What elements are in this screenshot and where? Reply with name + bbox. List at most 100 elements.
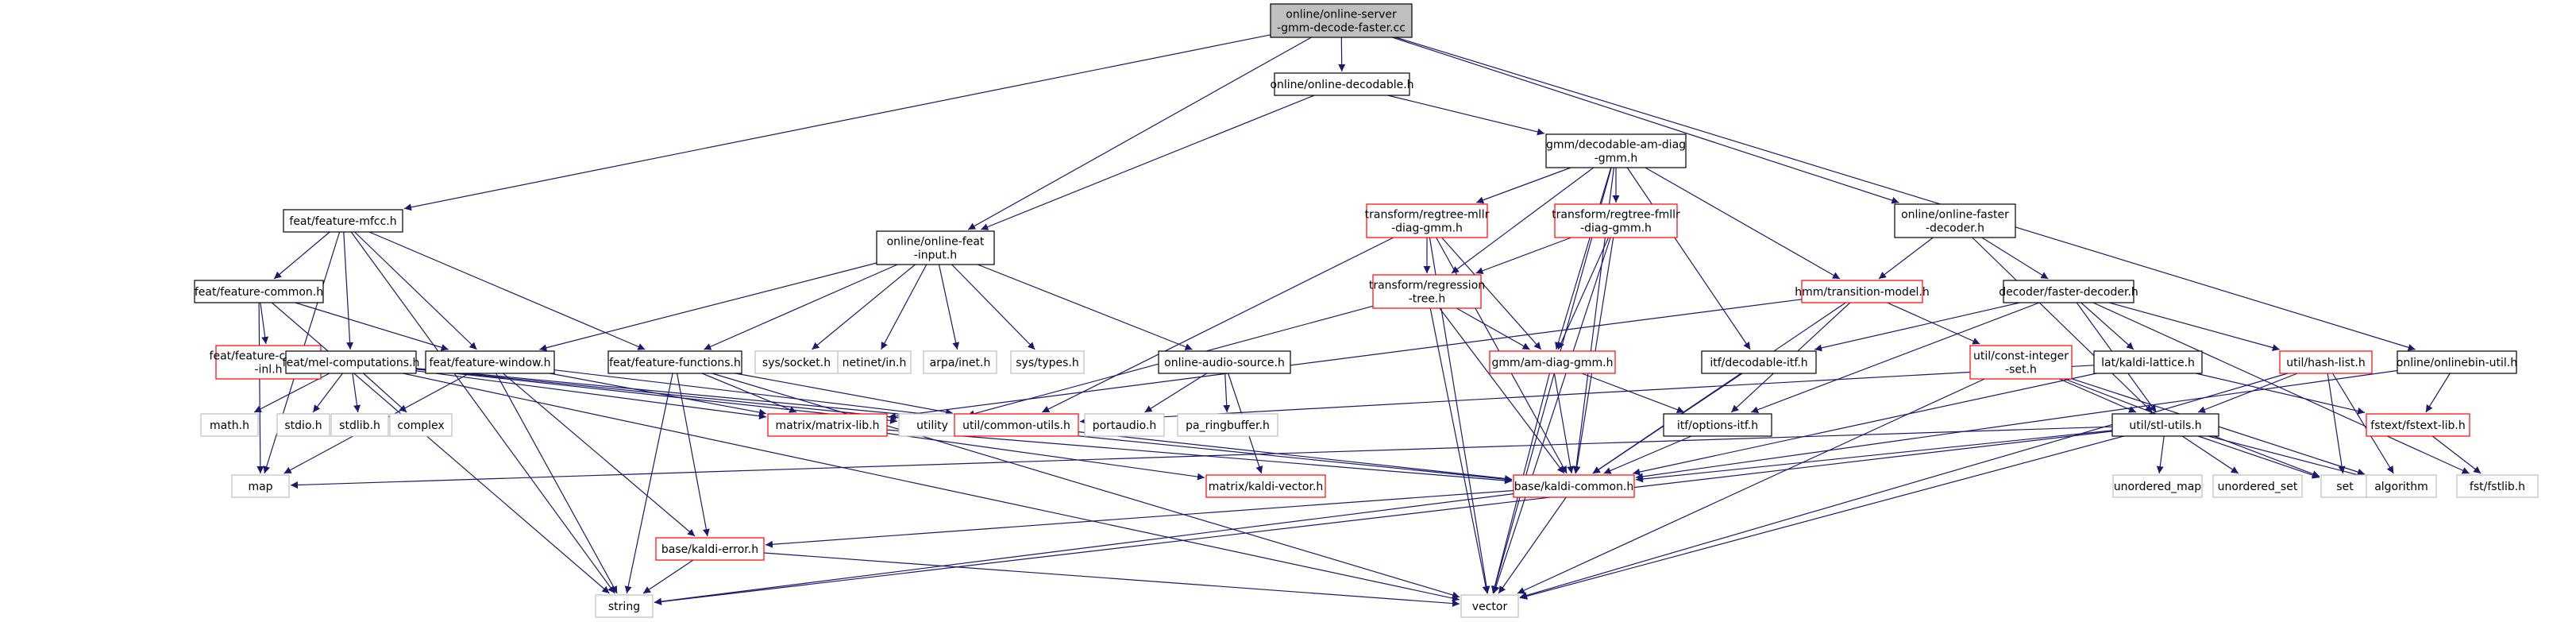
node-fc[interactable]: feat/feature-common.h (194, 280, 324, 303)
edge-dam-to-amg (1555, 167, 1612, 350)
node-fd[interactable]: decoder/faster-decoder.h (1999, 280, 2138, 303)
node-box (200, 413, 259, 437)
node-ou[interactable]: online/onlinebin-util.h (2397, 350, 2517, 374)
edge-fc-to-str (271, 302, 610, 594)
edge-mel-to-vec (403, 373, 1460, 602)
node-stdio: stdio.h (276, 413, 330, 437)
node-box (1701, 350, 1817, 374)
node-hl[interactable]: util/hash-list.h (2279, 350, 2373, 374)
node-root[interactable]: online/online-server-gmm-decode-faster.c… (1270, 3, 1413, 38)
node-od[interactable]: online/online-decodable.h (1270, 72, 1414, 96)
edge-stl-to-alg (2208, 435, 2366, 479)
node-label: unordered_map (2114, 481, 2201, 493)
edge-lat-to-cu (1079, 365, 2095, 425)
node-lat[interactable]: lat/kaldi-lattice.h (2093, 350, 2203, 374)
node-label: -gmm-decode-faster.cc (1277, 22, 1406, 35)
node-hmm[interactable]: hmm/transition-model.h (1795, 280, 1930, 303)
node-label: feat/feature-window.h (429, 357, 550, 369)
edge-hl-to-stl (2197, 373, 2298, 413)
node-box (389, 413, 453, 437)
node-box (1274, 72, 1410, 96)
node-fw[interactable]: feat/feature-window.h (425, 350, 555, 374)
node-box (2456, 474, 2539, 498)
edge-ou-to-fst (2425, 373, 2451, 413)
node-fmllr[interactable]: transform/regtree-fmllr-diag-gmm.h (1552, 203, 1680, 238)
node-amg[interactable]: gmm/am-diag-gmm.h (1489, 350, 1616, 374)
edge-oas-to-pa (1144, 373, 1208, 413)
node-box (1205, 474, 1326, 498)
edge-oi-to-kc (1603, 435, 1692, 474)
node-label: online/online-decodable.h (1270, 79, 1413, 91)
node-label: base/kaldi-common.h (1514, 481, 1634, 493)
node-mel[interactable]: feat/mel-computations.h (283, 350, 420, 374)
node-cis[interactable]: util/const-integer-set.h (1969, 345, 2073, 380)
edge-kc-to-vec (1498, 496, 1567, 594)
node-set: set (2320, 474, 2370, 498)
node-box (837, 350, 912, 374)
node-label: -inl.h (254, 364, 282, 377)
edge-ffn-to-vec (711, 373, 1460, 599)
edge-mfcc-to-ffn (368, 231, 646, 350)
node-box (1084, 413, 1165, 437)
node-fstlib: fst/fstlib.h (2456, 474, 2539, 498)
node-label: fstext/fstext-lib.h (2370, 419, 2465, 432)
node-cu[interactable]: util/common-utils.h (954, 413, 1079, 437)
node-ff[interactable]: online/online-faster-decoder.h (1894, 203, 2016, 238)
edge-fw-to-cu (553, 369, 954, 420)
node-fst[interactable]: fstext/fstext-lib.h (2366, 413, 2470, 437)
node-oi[interactable]: itf/options-itf.h (1663, 413, 1772, 437)
node-label: complex (397, 419, 444, 432)
node-label: transform/regtree-fmllr (1552, 209, 1680, 222)
node-ditf[interactable]: itf/decodable-itf.h (1701, 350, 1817, 374)
node-label: -set.h (2005, 364, 2037, 377)
node-kv[interactable]: matrix/kaldi-vector.h (1205, 474, 1326, 498)
edge-hmm-to-cis (1887, 302, 1980, 345)
node-box (1801, 280, 1923, 303)
node-label: gmm/am-diag-gmm.h (1492, 357, 1614, 369)
node-stl[interactable]: util/stl-utils.h (2111, 413, 2219, 437)
node-box (876, 230, 995, 265)
edge-amg-to-oi (1581, 373, 1685, 414)
edge-root-to-od (1338, 37, 1346, 72)
node-dam[interactable]: gmm/decodable-am-diag-gmm.h (1545, 133, 1687, 168)
edge-dam-to-hmm (1645, 167, 1841, 280)
edge-ofi-to-fw (539, 262, 877, 352)
edge-lat-to-fst (2196, 373, 2366, 415)
node-box (1513, 474, 1635, 498)
node-box (285, 350, 417, 374)
node-ffn[interactable]: feat/feature-functions.h (607, 350, 742, 374)
node-rt[interactable]: transform/regression-tree.h (1369, 274, 1485, 309)
node-box (276, 413, 330, 437)
edge-hl-to-alg (2331, 373, 2394, 474)
node-oas[interactable]: online-audio-source.h (1158, 350, 1291, 374)
node-box (2212, 474, 2303, 498)
edge-ofi-to-arpa (938, 264, 960, 350)
node-ke[interactable]: base/kaldi-error.h (655, 537, 765, 561)
edge-od-to-dam (1387, 95, 1545, 136)
node-ofi[interactable]: online/online-feat-input.h (876, 230, 995, 265)
edge-od-to-ofi (980, 95, 1315, 230)
node-box (1554, 203, 1678, 238)
edge-mfcc-to-fw (354, 231, 477, 350)
edge-fd-to-oi (1750, 302, 2040, 414)
edge-ofi-to-netin (881, 264, 927, 350)
edge-ffn-to-cu (735, 373, 954, 416)
node-box (425, 350, 555, 374)
node-types: sys/types.h (1010, 350, 1085, 374)
node-box (1489, 350, 1616, 374)
node-label: sys/types.h (1016, 357, 1078, 369)
node-label: util/common-utils.h (962, 419, 1070, 432)
edge-stl-to-str (654, 431, 2113, 605)
node-label: portaudio.h (1093, 419, 1157, 432)
node-ml[interactable]: matrix/matrix-lib.h (767, 413, 888, 437)
node-label: -diag-gmm.h (1580, 222, 1652, 235)
node-netin: netinet/in.h (837, 350, 912, 374)
node-kc[interactable]: base/kaldi-common.h (1513, 474, 1635, 498)
node-label: -decoder.h (1926, 222, 1984, 235)
edge-stl-to-map (290, 426, 2113, 489)
node-mllr[interactable]: transform/regtree-mllr-diag-gmm.h (1365, 203, 1490, 238)
node-alg: algorithm (2366, 474, 2437, 498)
node-mfcc[interactable]: feat/feature-mfcc.h (283, 209, 403, 233)
node-label: util/hash-list.h (2286, 357, 2365, 369)
edge-stl-to-set (2197, 435, 2320, 479)
